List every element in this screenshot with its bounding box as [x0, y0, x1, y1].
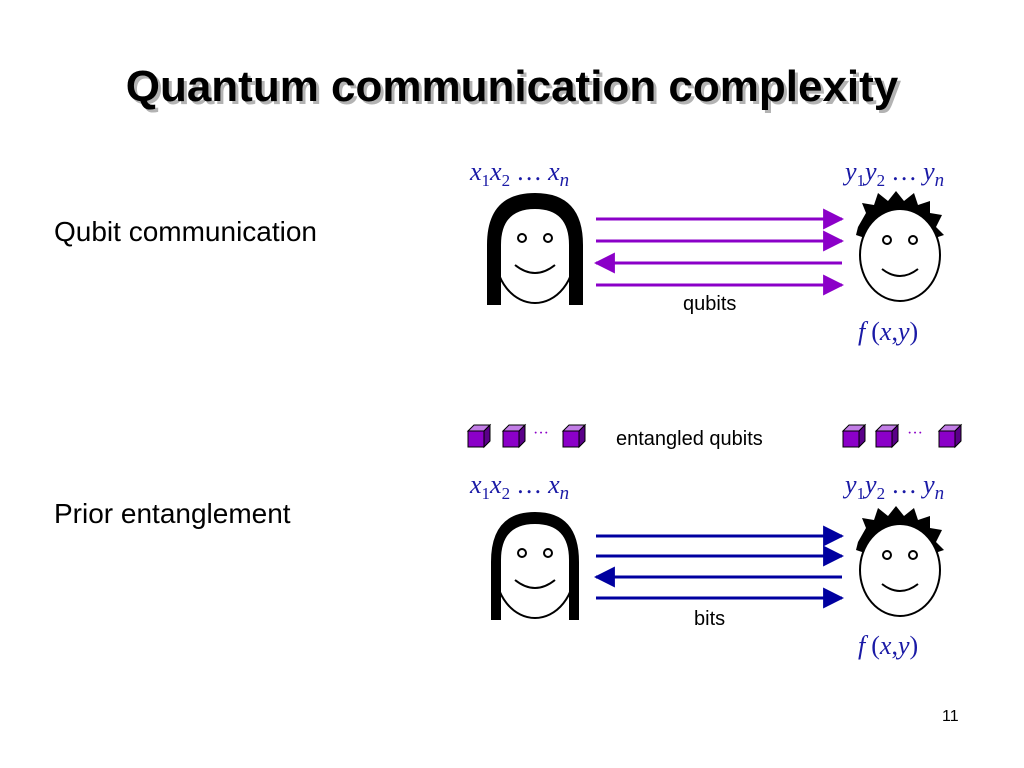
svg-text:···: ···: [533, 425, 549, 442]
entangled-qubit-cubes-alice: ···: [467, 424, 586, 448]
output-label-row2: f(x,y): [858, 631, 918, 660]
bob-input-label-row2: y1y2…yn: [842, 470, 944, 504]
svg-text:···: ···: [907, 425, 923, 442]
row-label-prior-entanglement: Prior entanglement: [54, 498, 291, 529]
alice-face-icon: [491, 512, 579, 620]
entangled-qubit-cube-icon: [562, 424, 586, 448]
entangled-qubits-label: entangled qubits: [616, 428, 763, 450]
entangled-qubit-cube-icon: [842, 424, 866, 448]
entangled-qubit-cube-icon: [467, 424, 491, 448]
channel-label-bits: bits: [694, 608, 726, 630]
alice-input-label-row2: x1x2…xn: [469, 470, 569, 504]
entangled-qubit-cube-icon: [938, 424, 962, 448]
alice-face-icon: [487, 193, 583, 305]
slide-title: Quantum communication complexity: [125, 62, 899, 111]
bob-face-icon: [856, 191, 944, 302]
output-label-row1: f(x,y): [858, 317, 918, 346]
entangled-qubit-cube-icon: [502, 424, 526, 448]
page-number: 11: [942, 708, 959, 725]
alice-input-label-row1: x1x2…xn: [469, 157, 569, 191]
bit-arrows: [593, 525, 845, 609]
bob-face-icon: [856, 506, 944, 617]
row-label-qubit-communication: Qubit communication: [54, 216, 318, 247]
channel-label-qubits: qubits: [683, 293, 737, 315]
entangled-qubit-cubes-bob: ···: [842, 424, 962, 448]
qubit-arrows: [593, 208, 845, 296]
bob-input-label-row1: y1y2…yn: [842, 157, 944, 191]
entangled-qubit-cube-icon: [875, 424, 899, 448]
